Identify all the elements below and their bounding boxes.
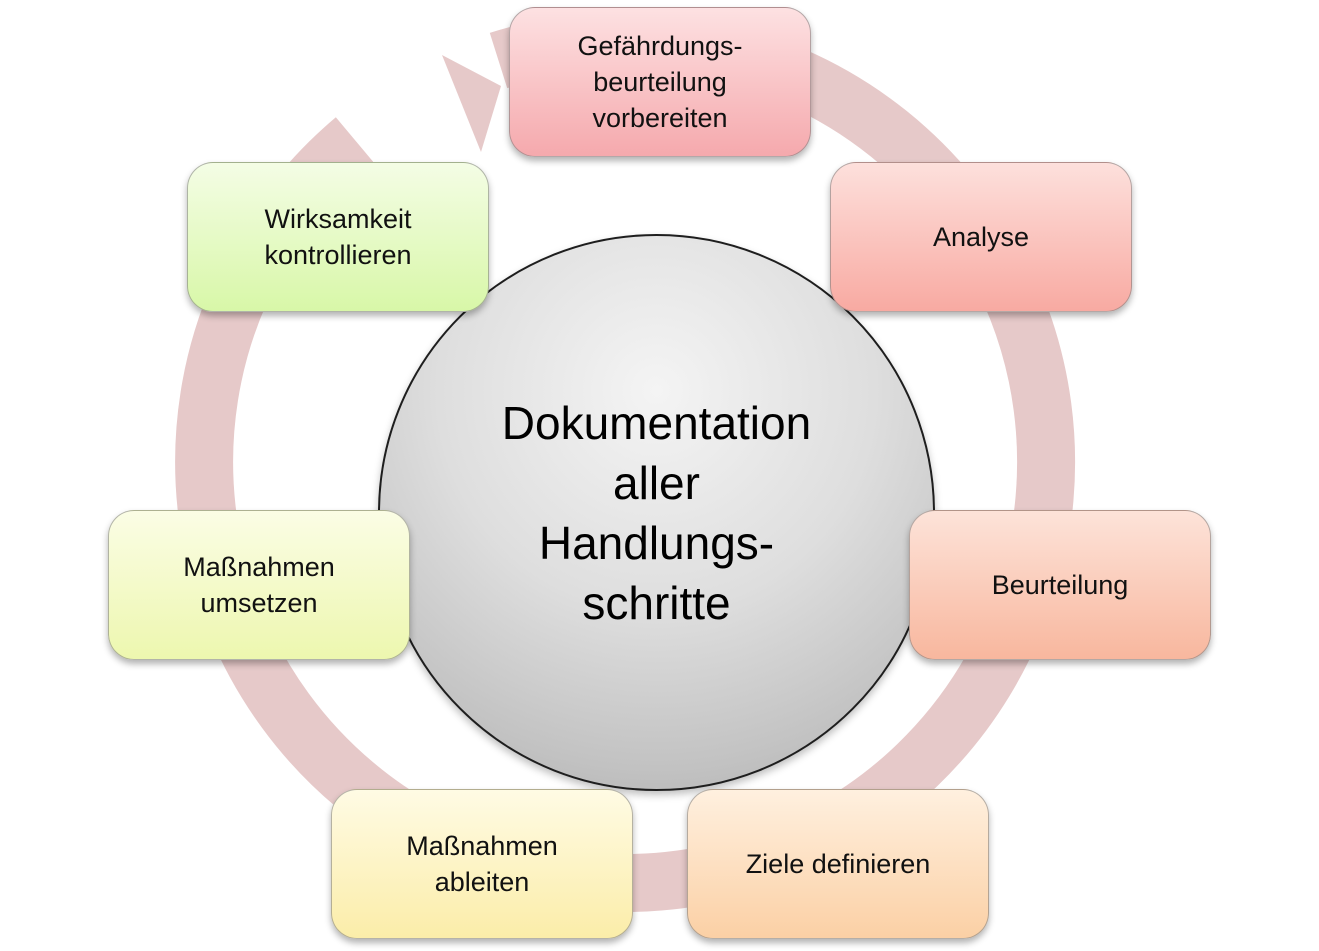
step-analysis: Analyse [830, 162, 1132, 312]
cycle-arrowhead [442, 55, 501, 152]
step-define-goals: Ziele definieren [687, 789, 989, 939]
step-evaluation: Beurteilung [909, 510, 1211, 660]
step-implement-measures: Maßnahmen umsetzen [108, 510, 410, 660]
step-prepare-assessment: Gefährdungs- beurteilung vorbereiten [509, 7, 811, 157]
step-derive-measures: Maßnahmen ableiten [331, 789, 633, 939]
center-circle: Dokumentation aller Handlungs- schritte [378, 234, 935, 791]
center-text: Dokumentation aller Handlungs- schritte [501, 396, 812, 629]
step-check-effectiveness: Wirksamkeit kontrollieren [187, 162, 489, 312]
